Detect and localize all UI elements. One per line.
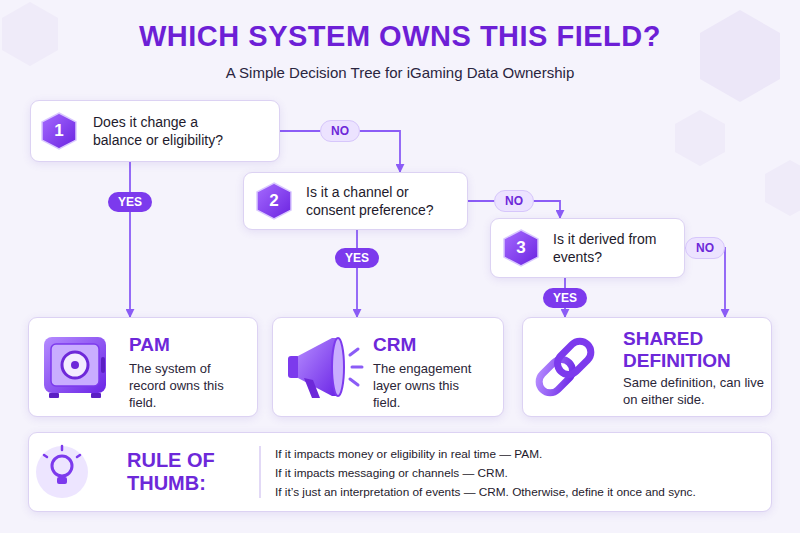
safe-door — [51, 344, 99, 386]
subtitle: A Simple Decision Tree for iGaming Data … — [0, 64, 800, 81]
bulb-badge — [36, 446, 88, 498]
rule-divider — [259, 446, 261, 498]
question-text: Does it change a balance or eligibility? — [93, 113, 243, 149]
question-box: Is it a channel or consent preference? 2 — [243, 172, 468, 230]
outcome-box: SHARED DEFINITIONSame definition, can li… — [522, 317, 772, 417]
chain-icon — [535, 337, 596, 398]
megaphone-handle — [304, 378, 320, 398]
bulb-base — [57, 477, 67, 484]
rule-line: If it’s just an interpretation of events… — [275, 485, 696, 500]
edge-label: YES — [108, 192, 152, 212]
step-number: 1 — [41, 121, 77, 141]
edge-label: YES — [543, 288, 587, 308]
megaphone-icon — [298, 338, 338, 396]
decor-hexagon — [675, 110, 725, 166]
outcome-heading: PAM — [129, 334, 249, 356]
diagram-title: WHICH SYSTEM OWNS THIS FIELD? — [0, 20, 800, 53]
megaphone-mouthpiece — [288, 356, 300, 378]
flow-connector — [129, 162, 131, 317]
rule-box: RULE OF THUMB: If it impacts money or eli… — [28, 432, 772, 512]
outcome-text: The system of record owns this field. — [129, 360, 241, 411]
question-text: Is it derived from events? — [553, 230, 658, 266]
safe-foot — [49, 393, 59, 398]
step-badge: 1 — [41, 112, 77, 150]
hexagon-fill — [504, 230, 538, 266]
outcome-box: PAM The system of record owns this field. — [28, 317, 258, 417]
rule-line: If it impacts messaging or channels — CR… — [275, 466, 508, 481]
edge-label: NO — [320, 120, 360, 142]
megaphone-bell — [332, 338, 344, 396]
safe-dial-center — [71, 361, 79, 369]
outcome-heading: SHARED DEFINITION — [623, 328, 763, 372]
outcome-text: Same definition, can live on either side… — [623, 374, 765, 408]
flow-connector — [356, 230, 358, 317]
safe-foot — [91, 393, 101, 398]
outcome-text: The engagement layer owns this field. — [373, 360, 490, 411]
sound-lines — [350, 349, 362, 385]
rule-line: If it impacts money or eligibility in re… — [275, 447, 542, 462]
chain-link — [535, 355, 577, 397]
decor-hexagon — [2, 2, 58, 66]
safe-handle — [101, 357, 105, 373]
outcome-box: CRM The engagement layer owns this field. — [272, 317, 504, 417]
hexagon-fill — [257, 183, 291, 219]
hexagon-fill — [42, 113, 76, 149]
step-number: 2 — [256, 191, 292, 211]
edge-label: YES — [335, 248, 379, 268]
chain-link — [553, 337, 595, 379]
question-text: Is it a channel or consent preference? — [306, 183, 451, 219]
step-badge: 3 — [503, 229, 539, 267]
step-badge: 2 — [256, 182, 292, 220]
safe-icon — [44, 337, 106, 393]
safe-dial — [62, 352, 88, 378]
question-box: Is it derived from events? 3 — [490, 218, 685, 278]
rule-heading: RULE OF THUMB: — [127, 449, 257, 495]
bulb-icon — [52, 456, 72, 476]
step-number: 3 — [503, 238, 539, 258]
question-box: Does it change a balance or eligibility?… — [30, 100, 280, 162]
decor-hexagon — [765, 160, 800, 216]
decor-hexagon — [700, 10, 780, 102]
edge-label: NO — [494, 190, 534, 212]
bulb-rays — [44, 446, 80, 457]
outcome-heading: CRM — [373, 334, 498, 356]
edge-label: NO — [685, 237, 725, 259]
